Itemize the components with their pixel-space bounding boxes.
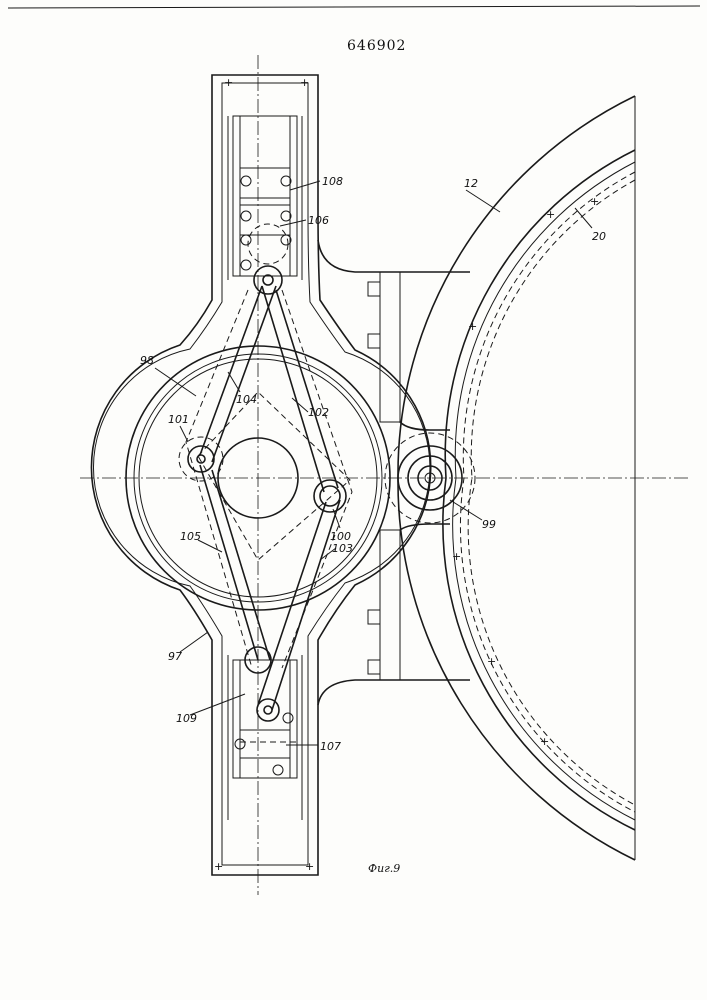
svg-text:+: + [300,76,309,89]
label-104: 104 [236,393,257,406]
patent-number: 646902 [347,38,406,54]
label-103: 103 [332,542,353,555]
svg-text:+: + [590,195,599,208]
svg-text:+: + [214,860,223,873]
svg-text:+: + [468,320,477,333]
label-97: 97 [168,650,182,663]
label-109: 109 [176,712,197,725]
svg-text:+: + [452,550,461,563]
label-98: 98 [140,354,154,367]
svg-text:+: + [546,208,555,221]
label-101: 101 [168,413,189,426]
label-99: 99 [482,518,496,531]
vertical-housing: + + + + [91,75,430,875]
svg-text:+: + [540,735,549,748]
svg-text:+: + [224,76,233,89]
svg-text:+: + [305,860,314,873]
figure-caption: Фиг.9 [368,862,400,875]
label-105: 105 [180,530,201,543]
svg-text:+: + [487,655,496,668]
sheet-top-border [8,6,700,8]
label-102: 102 [308,406,329,419]
label-107: 107 [320,740,341,753]
label-108: 108 [322,175,343,188]
label-20: 20 [592,230,606,243]
label-106: 106 [308,214,329,227]
upper-slider-block [240,168,291,294]
label-12: 12 [464,177,478,190]
link-rods [186,286,352,710]
